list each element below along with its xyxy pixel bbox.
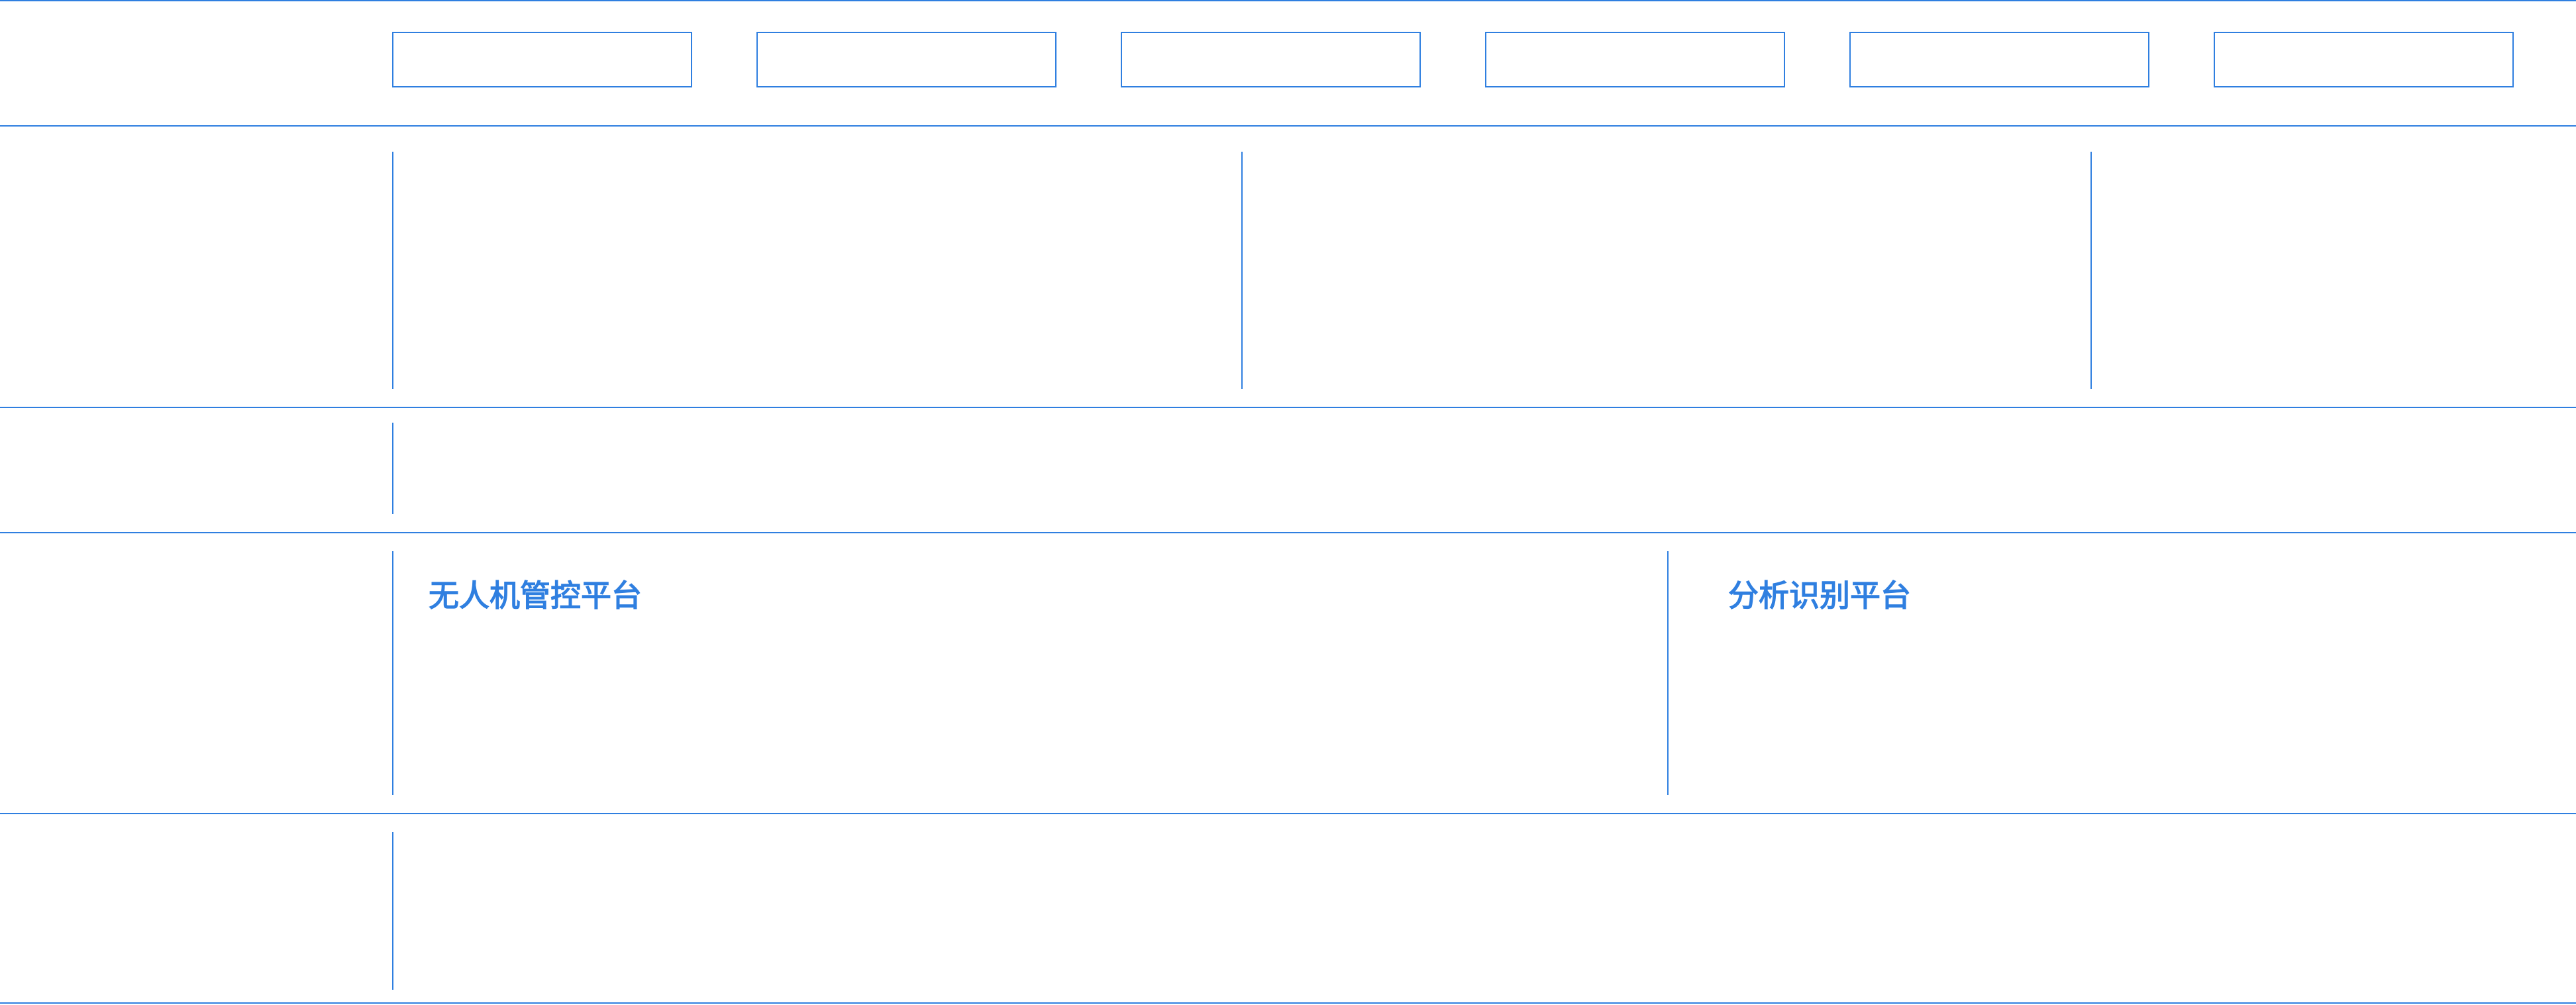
row5-divider-left <box>392 832 393 990</box>
row4-divider-left <box>392 551 393 795</box>
row3-divider-left <box>392 423 393 514</box>
row2-divider-left <box>392 152 393 389</box>
row2-divider-right <box>2090 152 2092 389</box>
row-border-2 <box>0 407 2576 408</box>
row4-divider-middle <box>1667 551 1669 795</box>
row-border-1 <box>0 125 2576 127</box>
row-border-3 <box>0 532 2576 533</box>
row-border-4 <box>0 813 2576 814</box>
section-title-analysis-recognition: 分析识别平台 <box>1728 578 1911 613</box>
header-box-6 <box>2214 32 2514 87</box>
row-border-bottom <box>0 1002 2576 1004</box>
section-title-uav-control: 无人机管控平台 <box>429 578 642 613</box>
header-box-1 <box>392 32 692 87</box>
header-box-2 <box>756 32 1056 87</box>
row2-divider-middle <box>1241 152 1243 389</box>
row-border-top <box>0 0 2576 1</box>
header-box-3 <box>1121 32 1421 87</box>
header-box-4 <box>1485 32 1785 87</box>
header-box-5 <box>1849 32 2149 87</box>
